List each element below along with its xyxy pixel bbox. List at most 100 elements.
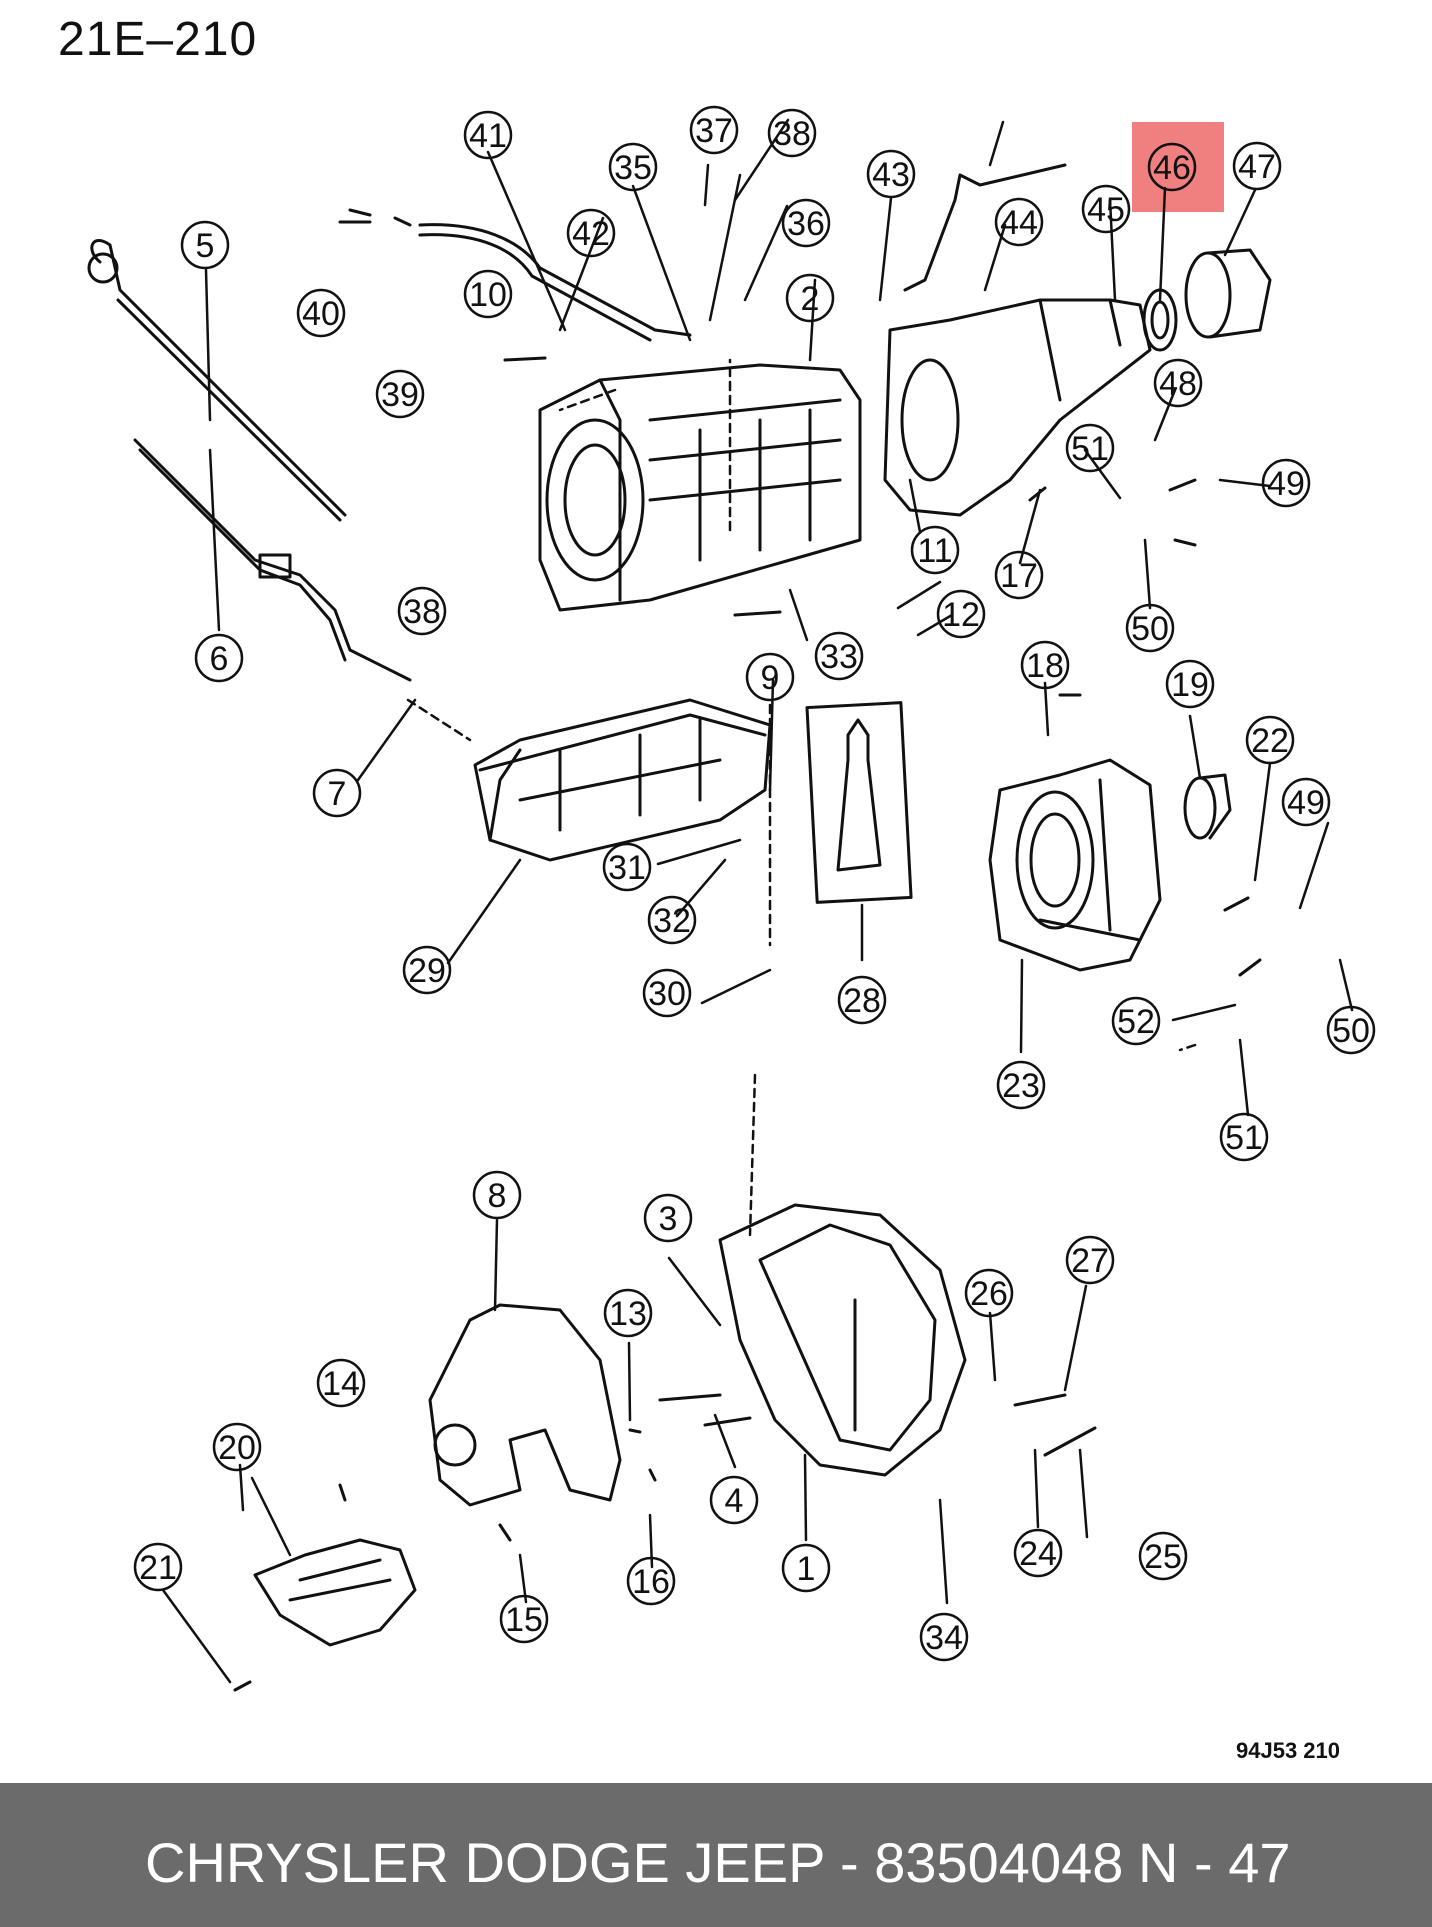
callout-circle <box>603 1288 653 1338</box>
callout-label: 7 <box>328 775 347 813</box>
callout-circle <box>602 842 652 892</box>
callout-circle <box>781 1543 831 1593</box>
callout-8: 8 <box>472 1170 522 1220</box>
callout-30: 30 <box>642 968 692 1018</box>
footer-bar <box>0 1783 1432 1927</box>
callout-1: 1 <box>781 1543 831 1593</box>
callout-38: 38 <box>397 586 447 636</box>
callout-circle <box>767 108 817 158</box>
callout-14: 14 <box>316 1358 366 1408</box>
callout-label: 11 <box>917 532 952 570</box>
callout-42: 42 <box>566 208 616 258</box>
callout-50: 50 <box>1125 603 1175 653</box>
callout-circle <box>642 968 692 1018</box>
callout-circle <box>1111 996 1161 1046</box>
callout-4: 4 <box>709 1475 759 1525</box>
callout-48: 48 <box>1153 358 1203 408</box>
callout-label: 36 <box>787 205 825 243</box>
footer-ref-text: N - 47 <box>1138 1831 1291 1894</box>
callout-label: 4 <box>725 1482 744 1520</box>
callout-circle <box>745 652 795 702</box>
dipstick-tube-part <box>133 438 412 682</box>
callout-circle <box>1081 184 1131 234</box>
callout-label: 3 <box>659 1200 678 1238</box>
callout-label: 25 <box>1144 1538 1182 1576</box>
drive-plate-part <box>428 1303 622 1507</box>
callout-label: 51 <box>1225 1119 1263 1157</box>
callout-circle <box>785 273 835 323</box>
callout-46: 46 <box>1147 142 1197 192</box>
callout-circle <box>180 220 230 270</box>
callout-51: 51 <box>1219 1112 1269 1162</box>
callout-circle <box>566 208 616 258</box>
callout-label: 50 <box>1332 1012 1370 1050</box>
vent-tube-part <box>903 163 1067 292</box>
callout-circle <box>1232 141 1282 191</box>
oil-pan-part <box>473 698 772 862</box>
callout-40: 40 <box>296 288 346 338</box>
callout-label: 44 <box>1000 204 1038 242</box>
callout-label: 40 <box>302 295 340 333</box>
callout-circle <box>996 1060 1046 1110</box>
callout-label: 35 <box>614 149 652 187</box>
callout-label: 20 <box>218 1429 256 1467</box>
callout-27: 27 <box>1065 1235 1115 1285</box>
callout-circle <box>626 1556 676 1606</box>
callout-45: 45 <box>1081 184 1131 234</box>
callout-35: 35 <box>608 142 658 192</box>
callout-label: 17 <box>1000 557 1038 595</box>
callout-label: 15 <box>505 1601 543 1639</box>
callout-50: 50 <box>1326 1005 1376 1055</box>
callout-label: 1 <box>797 1550 816 1588</box>
callout-label: 46 <box>1153 149 1191 187</box>
callout-label: 27 <box>1071 1242 1109 1280</box>
bearing-19-part <box>1183 773 1232 840</box>
cooler-line-part <box>338 216 692 342</box>
callout-10: 10 <box>463 269 513 319</box>
extension-housing-part <box>883 298 1152 517</box>
callout-21: 21 <box>133 1542 183 1592</box>
callout-circle <box>1065 423 1115 473</box>
page-code: 21E–210 <box>58 13 258 66</box>
callout-5: 5 <box>180 220 230 270</box>
callout-circle <box>1165 659 1215 709</box>
callout-28: 28 <box>837 975 887 1025</box>
callout-label: 42 <box>572 215 610 253</box>
callout-20: 20 <box>212 1422 262 1472</box>
callout-label: 48 <box>1159 365 1197 403</box>
callout-circle <box>689 105 739 155</box>
callout-label: 13 <box>609 1295 647 1333</box>
callout-39: 39 <box>375 369 425 419</box>
callout-26: 26 <box>964 1268 1014 1318</box>
leader-lines <box>161 118 1354 1684</box>
callout-37: 37 <box>689 105 739 155</box>
callout-label: 23 <box>1002 1067 1040 1105</box>
callout-circle <box>936 589 986 639</box>
callout-label: 16 <box>632 1563 670 1601</box>
callout-circle <box>133 1542 183 1592</box>
footer-brand-text: CHRYSLER DODGE JEEP - 83504048 <box>145 1831 1124 1894</box>
callout-label: 9 <box>761 659 780 697</box>
callout-label: 24 <box>1019 1535 1057 1573</box>
callout-52: 52 <box>1111 996 1161 1046</box>
callout-circle <box>1219 1112 1269 1162</box>
callout-label: 28 <box>843 982 881 1020</box>
callout-label: 49 <box>1267 465 1305 503</box>
callout-circle <box>781 198 831 248</box>
callout-label: 41 <box>469 117 507 155</box>
dipstick-part <box>87 239 347 522</box>
converter-housing-part <box>718 1203 967 1477</box>
callout-circle <box>1065 1235 1115 1285</box>
callout-label: 31 <box>608 849 646 887</box>
callout-label: 50 <box>1131 610 1169 648</box>
callout-circle <box>463 110 513 160</box>
callout-circle <box>866 149 916 199</box>
dashed-lines <box>406 358 1197 1237</box>
callout-label: 32 <box>653 902 691 940</box>
callout-12: 12 <box>936 589 986 639</box>
callout-circle <box>608 142 658 192</box>
callout-circle <box>402 945 452 995</box>
callout-label: 43 <box>872 156 910 194</box>
callout-43: 43 <box>866 149 916 199</box>
callout-11: 11 <box>910 525 960 575</box>
